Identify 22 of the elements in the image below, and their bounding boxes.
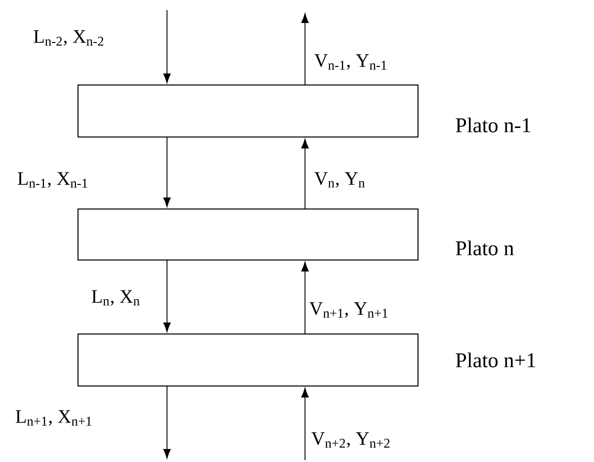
arrow [301, 262, 309, 334]
arrow [301, 13, 309, 85]
plate-label: Plato n [456, 240, 514, 256]
edge-label: L$_{n-1}$, X$_{n-1}$ [16, 171, 90, 189]
arrow [301, 138, 309, 209]
edge-label: V$_{n-1}$, Y$_{n-1}$ [313, 53, 389, 71]
edge-label: L$_{n+1}$, X$_{n+1}$ [14, 409, 94, 427]
arrow [301, 388, 309, 460]
edge-label: L$_{n}$, X$_{n}$ [90, 289, 142, 307]
edge-label: V$_{n+1}$, Y$_{n+1}$ [308, 301, 390, 319]
edge-label: V$_{n}$, Y$_{n}$ [313, 171, 366, 189]
edge-label: L$_{n-2}$, X$_{n-2}$ [32, 29, 106, 47]
arrow [163, 137, 171, 208]
plate-label: Plato n-1 [456, 118, 530, 132]
plate-box [78, 208, 418, 260]
arrow [163, 260, 171, 332]
plate-box [78, 333, 418, 386]
edge-label: V$_{n+2}$, Y$_{n+2}$ [310, 431, 392, 449]
plate-box [78, 84, 418, 138]
plate-label: Plato n+1 [456, 352, 536, 368]
arrow [163, 386, 171, 459]
arrow [163, 10, 171, 84]
